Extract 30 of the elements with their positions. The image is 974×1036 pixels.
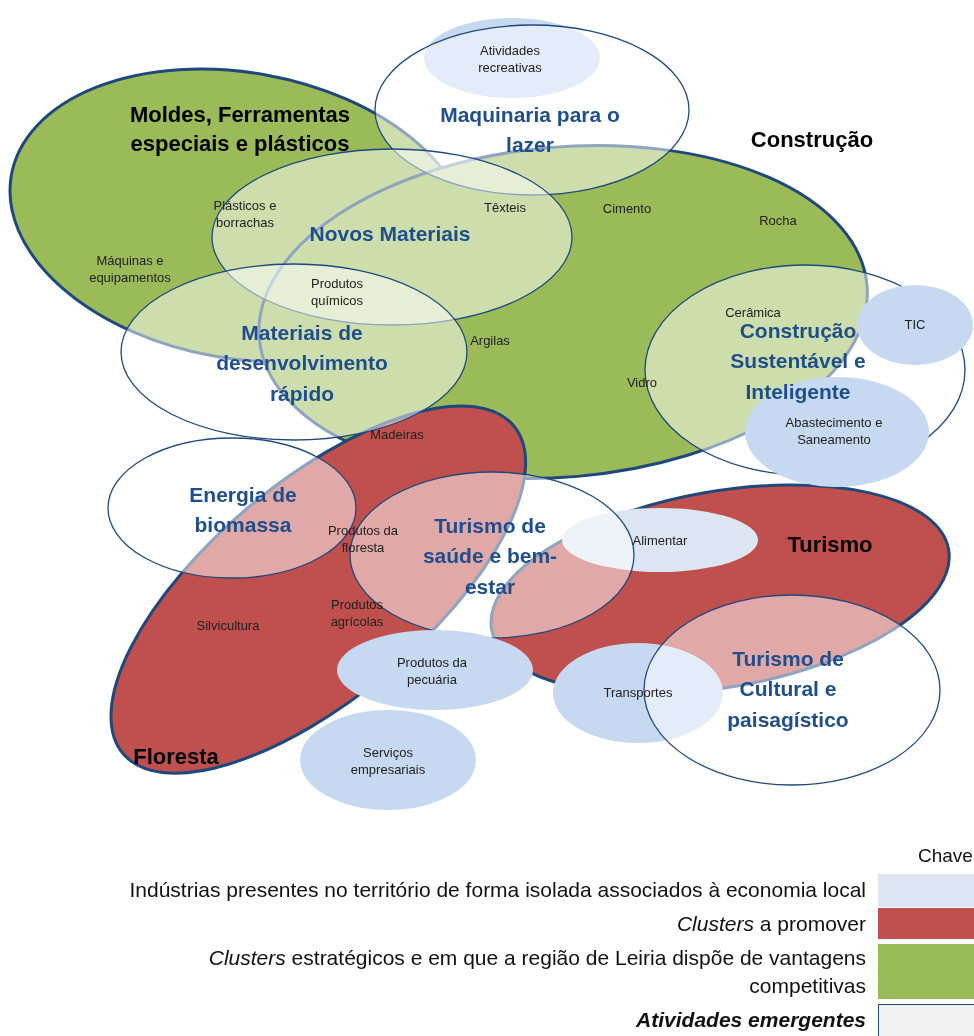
- activity-label: TIC: [903, 316, 927, 334]
- emerging-activity-title: Energia de biomassa: [188, 481, 298, 538]
- cluster-title: Construção: [749, 125, 875, 154]
- emerging-activity-title: Turismo de saúde e bem-estar: [421, 513, 559, 601]
- activity-label: Produtos da pecuária: [395, 655, 469, 689]
- item-label: Silvicultura: [195, 617, 261, 635]
- cluster-title: Turismo: [786, 530, 874, 559]
- item-label: Madeiras: [369, 426, 425, 444]
- item-label: Vidro: [625, 374, 659, 392]
- legend-label: Clusters estratégicos e em que a região de Leiria dispõe de vantagens competitivas: [207, 945, 866, 1000]
- legend-label: Indústrias presentes no território de forma isolada associados à economia local: [128, 877, 866, 903]
- legend-title: Chave: [918, 845, 973, 867]
- cluster-title: Moldes, Ferramentas especiais e plásticos: [128, 101, 351, 158]
- cluster-title: Floresta: [132, 742, 220, 771]
- activity-label: Alimentar: [631, 532, 689, 550]
- item-label: Rocha: [758, 212, 798, 230]
- item-label: Argilas: [469, 332, 511, 350]
- legend-label: Clusters a promover: [675, 911, 866, 937]
- item-label: Têxteis: [483, 199, 527, 217]
- item-label: Cimento: [601, 200, 653, 218]
- item-label: Máquinas e equipamentos: [88, 253, 172, 287]
- activity-label: Atividades recreativas: [477, 43, 543, 77]
- legend-label: Atividades emergentes: [635, 1007, 866, 1033]
- activity-label: Serviços empresariais: [349, 745, 427, 779]
- activity-label: Transportes: [602, 684, 674, 702]
- emerging-activity-title: Turismo de Cultural e paisagístico: [726, 646, 850, 734]
- item-label: Produtos químicos: [309, 276, 364, 310]
- emerging-activity-title: Maquinaria para o lazer: [439, 101, 621, 158]
- activity-label: Abastecimento e Saneamento: [784, 415, 884, 449]
- emerging-activity-title: Materiais de desenvolvimento rápido: [215, 320, 389, 408]
